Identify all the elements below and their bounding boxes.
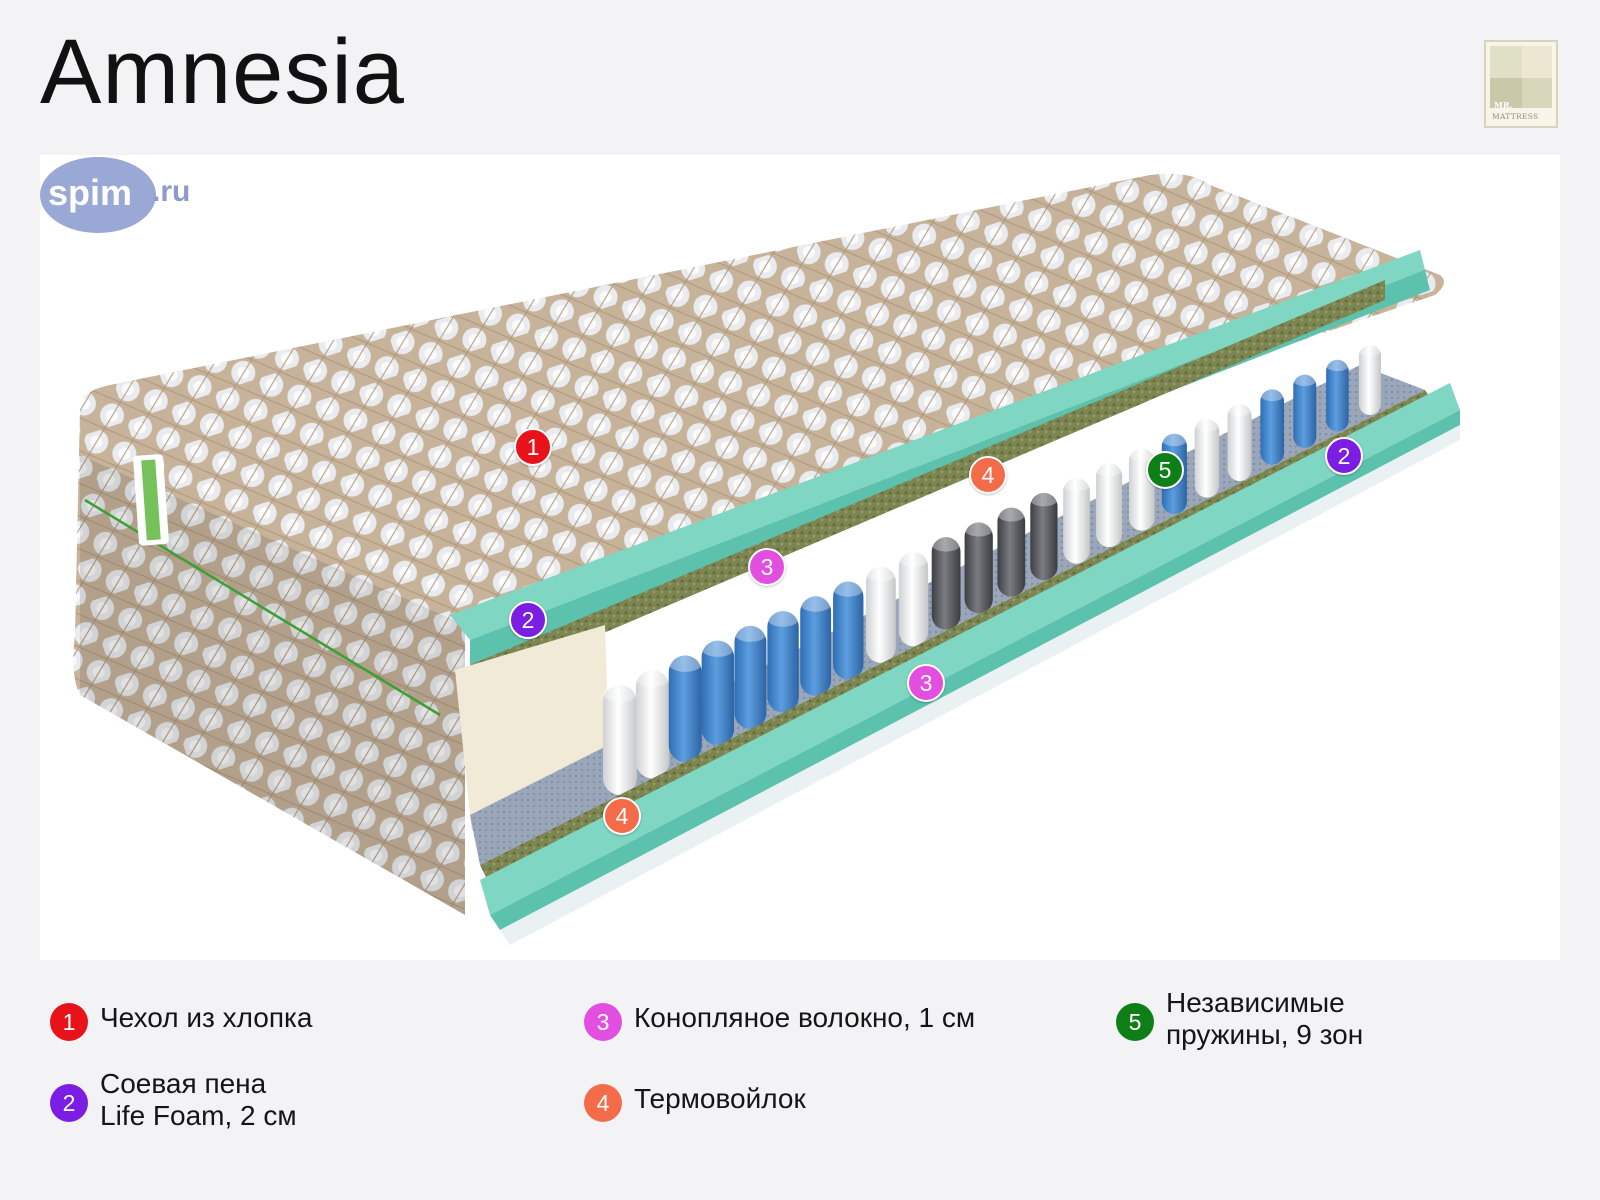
spring-coil <box>635 670 670 779</box>
legend-label-5-line2: пружины, 9 зон <box>1166 1019 1364 1050</box>
spring-top <box>1260 389 1284 402</box>
spring-top <box>1227 404 1252 417</box>
spring-coil <box>734 625 767 729</box>
spring-coil <box>1359 345 1381 415</box>
spring-top <box>931 537 961 552</box>
spring-coil <box>833 581 864 680</box>
spring-top <box>800 596 832 612</box>
spring-coil <box>767 611 799 713</box>
legend-badge-1: 1 <box>50 1003 88 1041</box>
page-title: Amnesia <box>40 21 405 123</box>
spring-coil <box>1194 418 1220 498</box>
spim-watermark: spim .ru <box>40 157 190 233</box>
spring-coil <box>603 685 637 795</box>
spring-coil <box>1293 374 1317 449</box>
layer-marker-3-bottom: 3 <box>907 664 945 702</box>
legend-badge-3: 3 <box>584 1003 622 1041</box>
legend-item-3: 3 Конопляное волокно, 1 см <box>584 1002 975 1041</box>
legend-item-5: 5 Независимые пружины, 9 зон <box>1116 987 1363 1051</box>
spring-top <box>898 551 929 567</box>
spring-top <box>635 670 670 687</box>
legend-badge-5: 5 <box>1116 1003 1154 1041</box>
legend-label-4: Термовойлок <box>634 1083 806 1114</box>
spring-top <box>734 625 767 642</box>
spring-top <box>603 685 637 702</box>
spring-top <box>701 640 735 657</box>
spring-coil <box>1063 478 1090 564</box>
spring-top <box>767 611 799 627</box>
spring-coil <box>865 566 896 663</box>
spring-top <box>1326 359 1349 372</box>
spring-coil <box>1326 359 1349 432</box>
spring-top <box>1063 478 1090 492</box>
spring-top <box>833 581 864 597</box>
spring-coil <box>964 522 993 614</box>
spring-top <box>1293 374 1317 387</box>
mattress-cutaway-image <box>73 173 1460 945</box>
spring-coil <box>800 596 832 696</box>
layer-marker-4-bottom: 4 <box>603 797 641 835</box>
spim-watermark-suffix: .ru <box>152 175 190 208</box>
legend-item-1: 1 Чехол из хлопка <box>50 1002 312 1041</box>
spring-coil <box>668 655 702 762</box>
layer-marker-5: 5 <box>1146 451 1184 489</box>
spring-coil <box>1030 492 1058 581</box>
legend-badge-4: 4 <box>584 1084 622 1122</box>
spring-top <box>964 522 993 537</box>
spring-top <box>1194 418 1220 432</box>
spring-coil <box>898 551 929 647</box>
spring-top <box>668 655 702 672</box>
legend-label-5-line1: Независимые <box>1166 987 1345 1018</box>
brand-logo: MR. MATTRESS <box>1484 40 1558 128</box>
spring-top <box>1096 463 1123 477</box>
spring-top <box>1128 448 1155 462</box>
layer-marker-2-top: 2 <box>1325 437 1363 475</box>
legend-label-3: Конопляное волокно, 1 см <box>634 1002 976 1033</box>
spring-top <box>1359 345 1381 356</box>
legend-label-1: Чехол из хлопка <box>100 1002 313 1033</box>
brand-logo-line1: MR. <box>1494 100 1513 110</box>
layer-marker-4-top: 4 <box>969 456 1007 494</box>
brand-logo-line2: MATTRESS <box>1492 112 1539 121</box>
spring-top <box>865 566 896 582</box>
spring-top <box>997 507 1026 522</box>
legend-label-2-line1: Соевая пена <box>100 1068 267 1099</box>
spring-coil <box>997 507 1026 597</box>
spring-top <box>1161 433 1187 447</box>
legend-item-4: 4 Термовойлок <box>584 1083 806 1122</box>
spring-coil <box>701 640 735 746</box>
legend-item-2: 2 Соевая пена Life Foam, 2 см <box>50 1068 297 1132</box>
layer-marker-1: 1 <box>514 428 552 466</box>
spring-coil <box>1096 463 1123 548</box>
spring-coil <box>931 537 961 630</box>
spring-coil <box>1227 404 1252 482</box>
legend-badge-2: 2 <box>50 1084 88 1122</box>
layer-marker-3-top: 3 <box>748 548 786 586</box>
spring-top <box>1030 492 1058 507</box>
spim-watermark-main: spim <box>48 172 132 213</box>
layer-marker-2-side: 2 <box>509 601 547 639</box>
spring-coil <box>1260 389 1284 465</box>
mattress-illustration: 1 2 2 3 3 4 4 5 spim .ru <box>40 155 1560 960</box>
legend-label-2-line2: Life Foam, 2 см <box>100 1100 297 1131</box>
